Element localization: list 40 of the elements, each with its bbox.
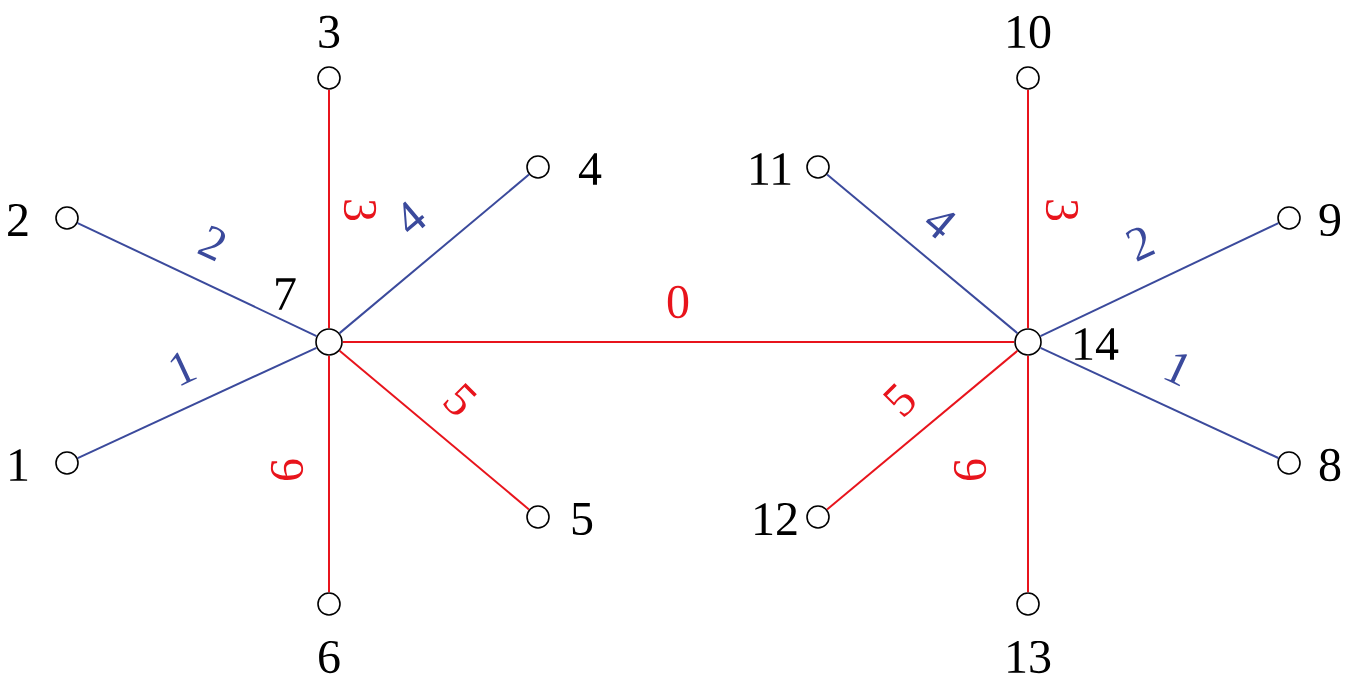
edge-label: 6 <box>951 456 989 484</box>
edge-label: 3 <box>1043 196 1081 224</box>
edge-label: 1 <box>161 345 203 391</box>
edge-line <box>76 222 318 338</box>
edge-line <box>328 354 330 594</box>
edge-label: 4 <box>387 195 433 241</box>
edge-line <box>826 349 1019 511</box>
vertex-label: 5 <box>572 503 593 535</box>
edge-label: 6 <box>268 456 306 484</box>
vertex-label: 13 <box>1008 640 1051 674</box>
edge-label: 1 <box>1157 345 1199 391</box>
edge-line <box>1027 88 1029 330</box>
edge-label: 2 <box>1119 220 1161 266</box>
vertex-label: 8 <box>1319 448 1341 482</box>
edge-line <box>338 349 530 511</box>
vertex-label: 3 <box>319 15 340 49</box>
edge-label: 5 <box>877 377 923 423</box>
vertex-label: 11 <box>751 153 791 185</box>
edge-label: 3 <box>341 196 379 224</box>
edge-line <box>1039 346 1280 460</box>
edge-line <box>826 173 1019 335</box>
edge-label: 4 <box>917 199 963 245</box>
edge-line <box>328 88 330 330</box>
vertex-label: 14 <box>1075 328 1119 360</box>
vertex-label: 7 <box>276 278 296 310</box>
vertex-label: 1 <box>10 449 28 481</box>
edge-line <box>76 346 318 460</box>
edge-line <box>338 173 530 335</box>
edge-line <box>1027 354 1029 594</box>
edge-label: 0 <box>664 283 692 321</box>
vertex-label: 4 <box>578 153 602 185</box>
vertex-label: 2 <box>8 204 28 236</box>
vertex-label: 10 <box>1008 15 1051 49</box>
edge-line <box>1039 222 1280 338</box>
vertex-label: 12 <box>755 503 797 535</box>
edge-label: 2 <box>192 220 234 266</box>
edge-label: 5 <box>437 377 483 423</box>
edge-line <box>341 341 1016 343</box>
vertex-label: 6 <box>319 640 340 674</box>
vertex-label: 9 <box>1319 203 1341 237</box>
